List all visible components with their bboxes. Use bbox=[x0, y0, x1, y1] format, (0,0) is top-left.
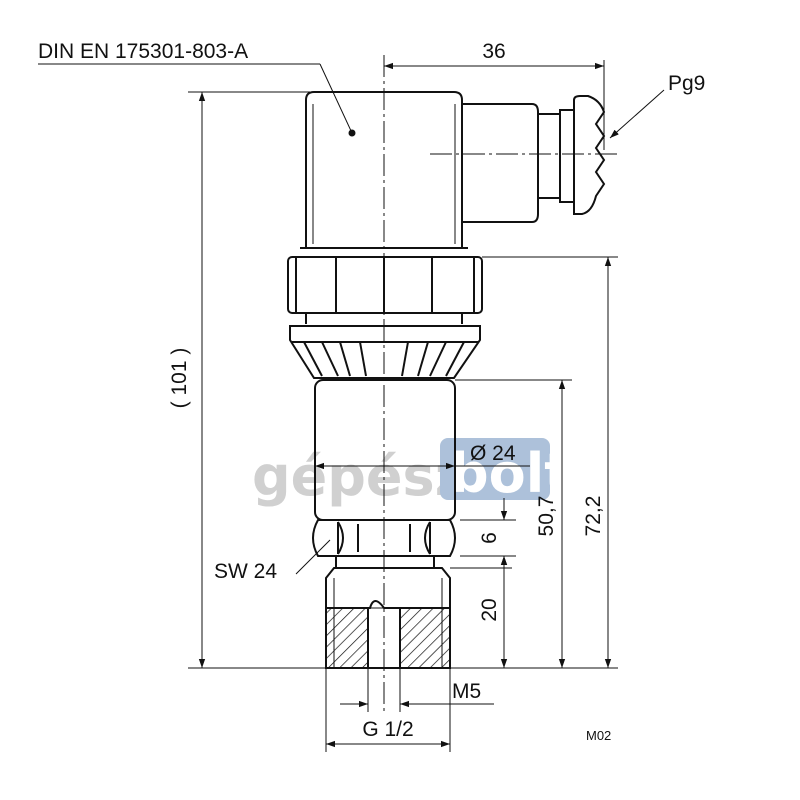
watermark-text-left: gépész bbox=[252, 445, 466, 508]
watermark-badge bbox=[440, 438, 550, 500]
connector-standard-label: DIN EN 175301-803-A bbox=[38, 40, 248, 63]
inner-thread-label: M5 bbox=[452, 680, 481, 703]
height-72-2-label: 72,2 bbox=[582, 496, 605, 537]
diameter-label: Ø 24 bbox=[470, 442, 516, 465]
width-36-label: 36 bbox=[482, 40, 505, 63]
hex-nut bbox=[312, 519, 456, 557]
hex-height-label: 6 bbox=[478, 532, 501, 544]
cable-gland-label: Pg9 bbox=[668, 72, 705, 95]
thread-length-label: 20 bbox=[478, 598, 501, 621]
process-thread-label: G 1/2 bbox=[362, 718, 413, 741]
cable-gland bbox=[430, 95, 620, 215]
drawing-code-label: M02 bbox=[586, 728, 611, 743]
total-height-label: ( 101 ) bbox=[168, 348, 191, 409]
thread-neck bbox=[335, 555, 435, 569]
process-connection bbox=[325, 567, 451, 669]
watermark-text-right: bolt bbox=[450, 442, 570, 505]
annotations: DIN EN 175301-803-A 36 Pg9 ( 101 ) Ø 24 … bbox=[38, 40, 705, 743]
connector-housing bbox=[300, 91, 539, 249]
finned-adapter bbox=[289, 325, 481, 379]
watermark: gépész bolt bbox=[252, 438, 570, 508]
height-50-7-label: 50,7 bbox=[535, 496, 558, 537]
dimension-lines bbox=[38, 60, 665, 752]
wrench-size-label: SW 24 bbox=[214, 560, 277, 583]
coupling-ring bbox=[287, 256, 483, 324]
